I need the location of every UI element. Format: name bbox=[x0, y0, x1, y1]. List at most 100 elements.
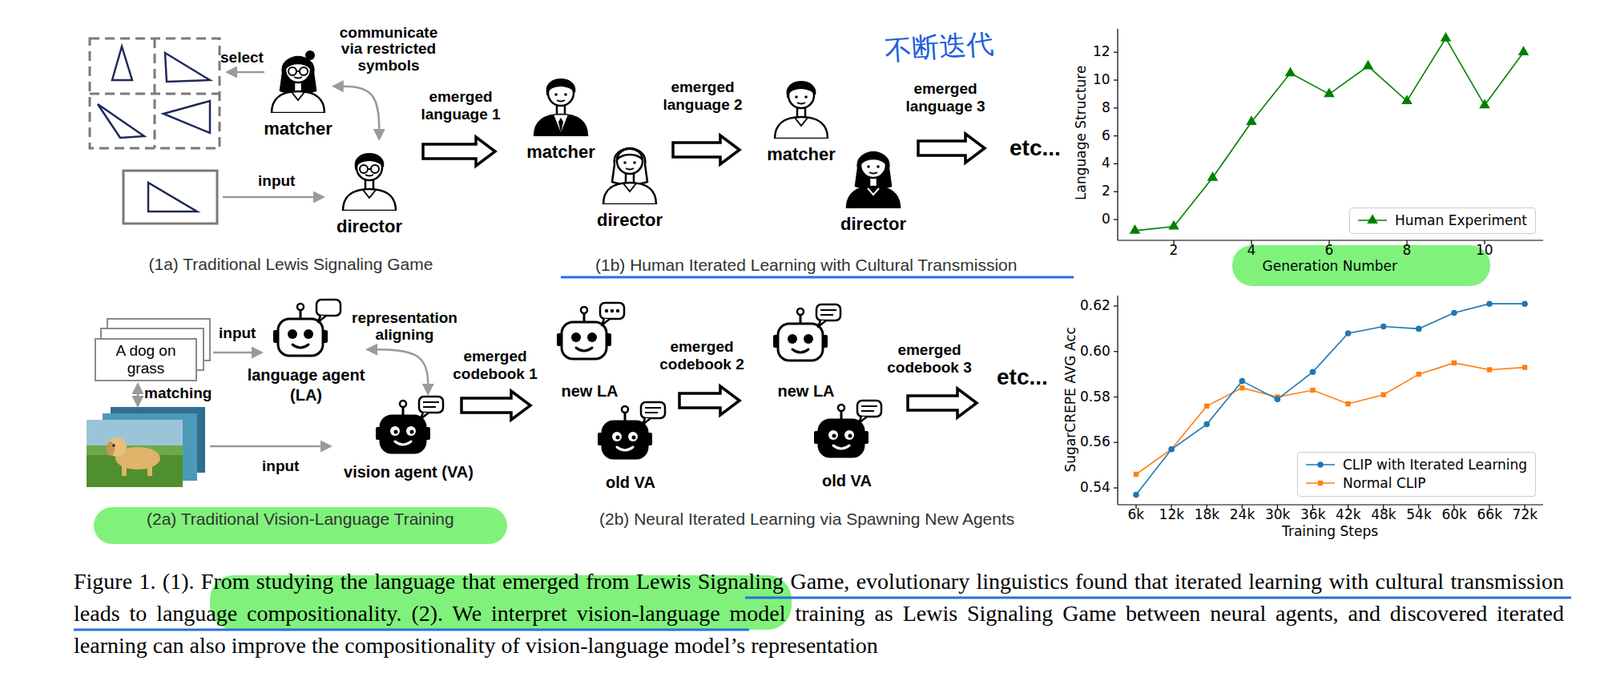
legend-text: Human Experiment bbox=[1394, 211, 1528, 230]
icon-part bbox=[355, 153, 383, 167]
icon-part bbox=[297, 303, 304, 311]
illustration-part bbox=[1113, 135, 1118, 137]
person-icon-holder bbox=[530, 65, 592, 137]
tick-label: 10 bbox=[1092, 72, 1111, 89]
icon-part bbox=[869, 172, 878, 174]
data-marker bbox=[1309, 387, 1315, 393]
icon-part bbox=[612, 431, 622, 442]
data-marker bbox=[1522, 364, 1528, 370]
person-icon bbox=[842, 137, 904, 209]
connector-label: communicate via restricted symbols bbox=[332, 24, 445, 76]
image-stack bbox=[86, 407, 206, 488]
illustration-part bbox=[1117, 239, 1544, 241]
panel-caption: (2a) Traditional Vision-Language Trainin… bbox=[146, 509, 455, 529]
tick-label: 8 bbox=[1101, 100, 1111, 117]
node-label: director bbox=[840, 213, 907, 236]
icon-part bbox=[820, 309, 837, 311]
icon-part bbox=[291, 92, 305, 101]
illustration-part bbox=[1113, 350, 1118, 352]
robot-icon bbox=[810, 398, 883, 464]
underline-mark bbox=[745, 596, 1572, 600]
illustration-part bbox=[147, 464, 153, 476]
tick-label: 0 bbox=[1101, 211, 1111, 228]
icon-part bbox=[855, 153, 891, 190]
data-marker bbox=[1345, 330, 1352, 337]
icon-part bbox=[423, 406, 436, 408]
icon-part bbox=[777, 323, 823, 361]
data-marker bbox=[1521, 300, 1528, 307]
icon-part bbox=[860, 153, 887, 164]
icon-part bbox=[642, 418, 651, 425]
node-label: language agent (LA) bbox=[245, 365, 367, 406]
icon-part bbox=[787, 81, 815, 95]
icon-part bbox=[420, 412, 429, 420]
icon-part bbox=[828, 430, 839, 440]
tick-label: 4 bbox=[1247, 242, 1257, 259]
illustration-part bbox=[106, 441, 115, 456]
illustration-part bbox=[97, 104, 145, 138]
illustration-part bbox=[1113, 487, 1118, 488]
icon-part bbox=[644, 411, 658, 414]
icon-part bbox=[601, 318, 610, 326]
icon-part bbox=[1317, 462, 1324, 469]
panel-caption: (2b) Neural Iterated Learning via Spawni… bbox=[599, 509, 1015, 529]
icon-part bbox=[632, 161, 637, 165]
data-marker bbox=[1133, 471, 1139, 477]
tick-label: 0.58 bbox=[1080, 389, 1111, 406]
arrow-label: emerged language 1 bbox=[408, 88, 513, 124]
tick-label: 6 bbox=[1325, 242, 1335, 259]
person-icon-holder bbox=[842, 137, 904, 209]
continuation-mark: etc... bbox=[996, 364, 1048, 391]
illustration-part bbox=[673, 135, 740, 165]
tick-label: 66k bbox=[1477, 507, 1503, 524]
icon-part bbox=[860, 152, 887, 178]
icon-part bbox=[1317, 480, 1323, 486]
tick-label: 12k bbox=[1159, 507, 1185, 524]
icon-part bbox=[832, 434, 837, 439]
icon-part bbox=[288, 67, 297, 76]
tick-label: 72k bbox=[1512, 507, 1538, 524]
underline-mark bbox=[560, 276, 1074, 279]
icon-part bbox=[616, 148, 643, 174]
matcher-person: matcher bbox=[526, 65, 596, 164]
director-person: director bbox=[596, 133, 663, 232]
director-person: director bbox=[336, 140, 403, 238]
person-icon bbox=[530, 65, 592, 137]
tick-label: 12 bbox=[1092, 44, 1111, 61]
data-marker bbox=[1203, 421, 1210, 428]
data-marker bbox=[1309, 369, 1317, 376]
robot-icon bbox=[553, 301, 626, 366]
icon-part bbox=[280, 57, 316, 94]
icon-part bbox=[610, 309, 614, 313]
director-person: director bbox=[840, 137, 907, 236]
arrow-label: emerged language 2 bbox=[650, 78, 755, 114]
robot-icon-holder bbox=[594, 400, 667, 465]
illustration-part bbox=[907, 388, 977, 418]
language-agent: new LA bbox=[553, 301, 626, 402]
matcher-person: matcher bbox=[766, 68, 836, 166]
legend-entry: CLIP with Iterated Learning bbox=[1304, 455, 1528, 475]
node-label: A dog on grass bbox=[99, 342, 193, 378]
icon-part bbox=[547, 79, 575, 93]
data-marker bbox=[1486, 300, 1493, 307]
shape-grid bbox=[89, 38, 220, 149]
icon-part bbox=[305, 50, 315, 61]
icon-part bbox=[616, 447, 633, 451]
person-icon-holder bbox=[599, 133, 661, 205]
icon-part bbox=[299, 67, 308, 76]
legend-entry: Human Experiment bbox=[1356, 211, 1528, 230]
icon-part bbox=[623, 161, 627, 165]
arrow-label: input bbox=[257, 172, 295, 190]
illustration-part bbox=[1113, 52, 1118, 53]
legend-sample bbox=[1304, 458, 1337, 472]
icon-part bbox=[576, 347, 593, 351]
legend-sample bbox=[1356, 213, 1389, 227]
arrow-label: emerged codebook 2 bbox=[649, 338, 754, 374]
arrow-label: input bbox=[261, 457, 299, 476]
icon-part bbox=[580, 306, 588, 314]
icon-part bbox=[399, 400, 407, 408]
axis-title: Training Steps bbox=[1281, 523, 1379, 541]
robot-icon-holder bbox=[270, 298, 343, 363]
illustration-part bbox=[1113, 442, 1118, 444]
icon-part bbox=[287, 329, 298, 339]
